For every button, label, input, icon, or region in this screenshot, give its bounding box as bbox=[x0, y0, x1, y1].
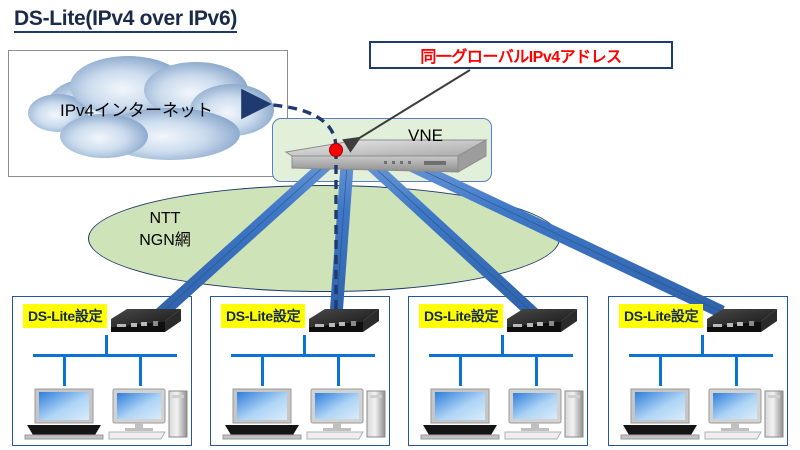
lan-drop-router-3 bbox=[501, 335, 504, 355]
laptop-icon-2 bbox=[222, 388, 302, 440]
lan-bus-3 bbox=[429, 354, 573, 357]
site-box-3: DS-Lite設定 bbox=[408, 296, 588, 446]
router-icon-4 bbox=[707, 309, 777, 332]
router-icon-1 bbox=[111, 309, 181, 332]
desktop-icon-3 bbox=[504, 388, 584, 440]
lan-drop-desktop-1 bbox=[139, 356, 142, 386]
ds-lite-badge-3: DS-Lite設定 bbox=[419, 304, 504, 328]
lan-bus-2 bbox=[231, 354, 375, 357]
vne-box bbox=[272, 118, 492, 182]
lan-drop-router-1 bbox=[105, 335, 108, 355]
lan-drop-desktop-4 bbox=[735, 356, 738, 386]
laptop-icon-1 bbox=[24, 388, 104, 440]
annotation-box: 同一グローバルIPv4アドレス bbox=[369, 41, 673, 69]
site-box-4: DS-Lite設定 bbox=[608, 296, 788, 446]
annotation-text: 同一グローバルIPv4アドレス bbox=[420, 49, 622, 66]
desktop-icon-1 bbox=[108, 388, 188, 440]
lan-drop-router-4 bbox=[701, 335, 704, 355]
lan-drop-desktop-3 bbox=[535, 356, 538, 386]
lan-drop-laptop-4 bbox=[659, 356, 662, 386]
ngn-network-label: NTT NGN網 bbox=[120, 208, 210, 251]
ds-lite-badge-1: DS-Lite設定 bbox=[23, 304, 108, 328]
router-icon-2 bbox=[309, 309, 379, 332]
site-box-2: DS-Lite設定 bbox=[210, 296, 390, 446]
lan-drop-laptop-2 bbox=[261, 356, 264, 386]
laptop-icon-4 bbox=[620, 388, 700, 440]
ds-lite-badge-2: DS-Lite設定 bbox=[221, 304, 306, 328]
router-icon-3 bbox=[507, 309, 577, 332]
internet-cloud-label: IPv4インターネット bbox=[60, 101, 214, 120]
lan-drop-router-2 bbox=[303, 335, 306, 355]
site-box-1: DS-Lite設定 bbox=[12, 296, 192, 446]
lan-drop-desktop-2 bbox=[337, 356, 340, 386]
ngn-label-line2: NGN網 bbox=[139, 231, 191, 249]
desktop-icon-4 bbox=[704, 388, 784, 440]
desktop-icon-2 bbox=[306, 388, 386, 440]
vne-label: VNE bbox=[408, 126, 443, 145]
ds-lite-badge-4: DS-Lite設定 bbox=[619, 304, 704, 328]
lan-bus-4 bbox=[629, 354, 773, 357]
laptop-icon-3 bbox=[420, 388, 500, 440]
lan-drop-laptop-1 bbox=[63, 356, 66, 386]
page-title: DS-Lite(IPv4 over IPv6) bbox=[14, 7, 237, 34]
lan-drop-laptop-3 bbox=[459, 356, 462, 386]
ngn-label-line1: NTT bbox=[149, 210, 181, 227]
lan-bus-1 bbox=[33, 354, 177, 357]
